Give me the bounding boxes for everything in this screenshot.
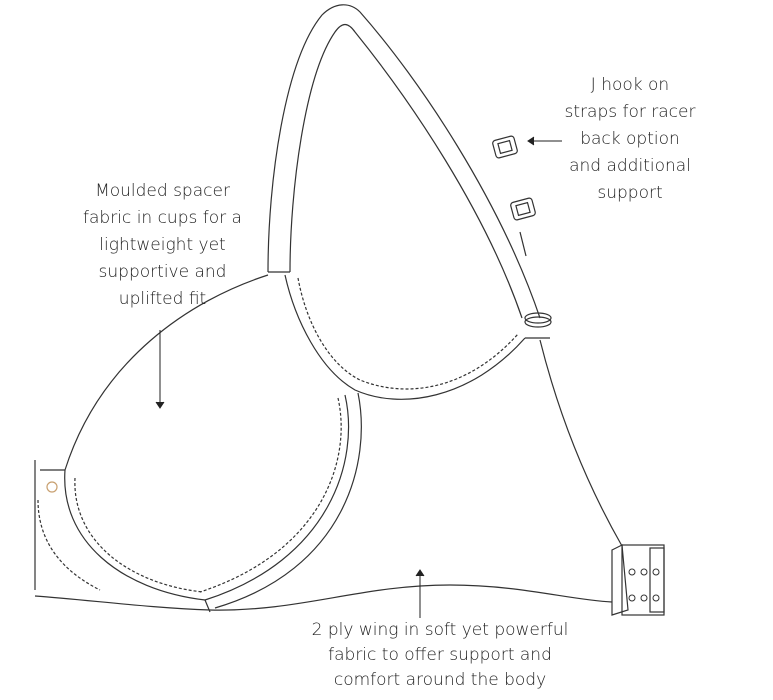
annotation-line: Moulded spacer (95, 181, 230, 201)
annotation-line: fabric in cups for a (83, 208, 242, 228)
annotation-line: lightweight yet (99, 235, 226, 255)
cups-annotation: Moulded spacer fabric in cups for a ligh… (55, 178, 270, 313)
annotation-line: back option (580, 129, 680, 149)
j-hook-annotation: J hook on straps for racer back option a… (540, 72, 720, 207)
hook-and-eye (611, 544, 665, 616)
annotation-line: supportive and (98, 262, 227, 282)
strap (267, 4, 541, 319)
annotation-line: 2 ply wing in soft yet powerful (311, 620, 569, 640)
strap-sliders (492, 135, 552, 328)
gore-detail (46, 481, 58, 493)
annotation-line: comfort around the body (333, 670, 547, 690)
annotation-line: J hook on (590, 75, 670, 95)
annotation-line: fabric to offer support and (328, 645, 552, 665)
wing (34, 339, 623, 611)
annotation-line: straps for racer (564, 102, 696, 122)
wing-annotation: 2 ply wing in soft yet powerful fabric t… (265, 618, 615, 693)
annotation-line: and additional (569, 156, 691, 176)
upper-cup (64, 274, 550, 471)
annotation-line: support (597, 183, 663, 203)
annotation-line: uplifted fit (118, 289, 207, 309)
lower-cup (34, 392, 362, 613)
arrows (155, 136, 562, 618)
